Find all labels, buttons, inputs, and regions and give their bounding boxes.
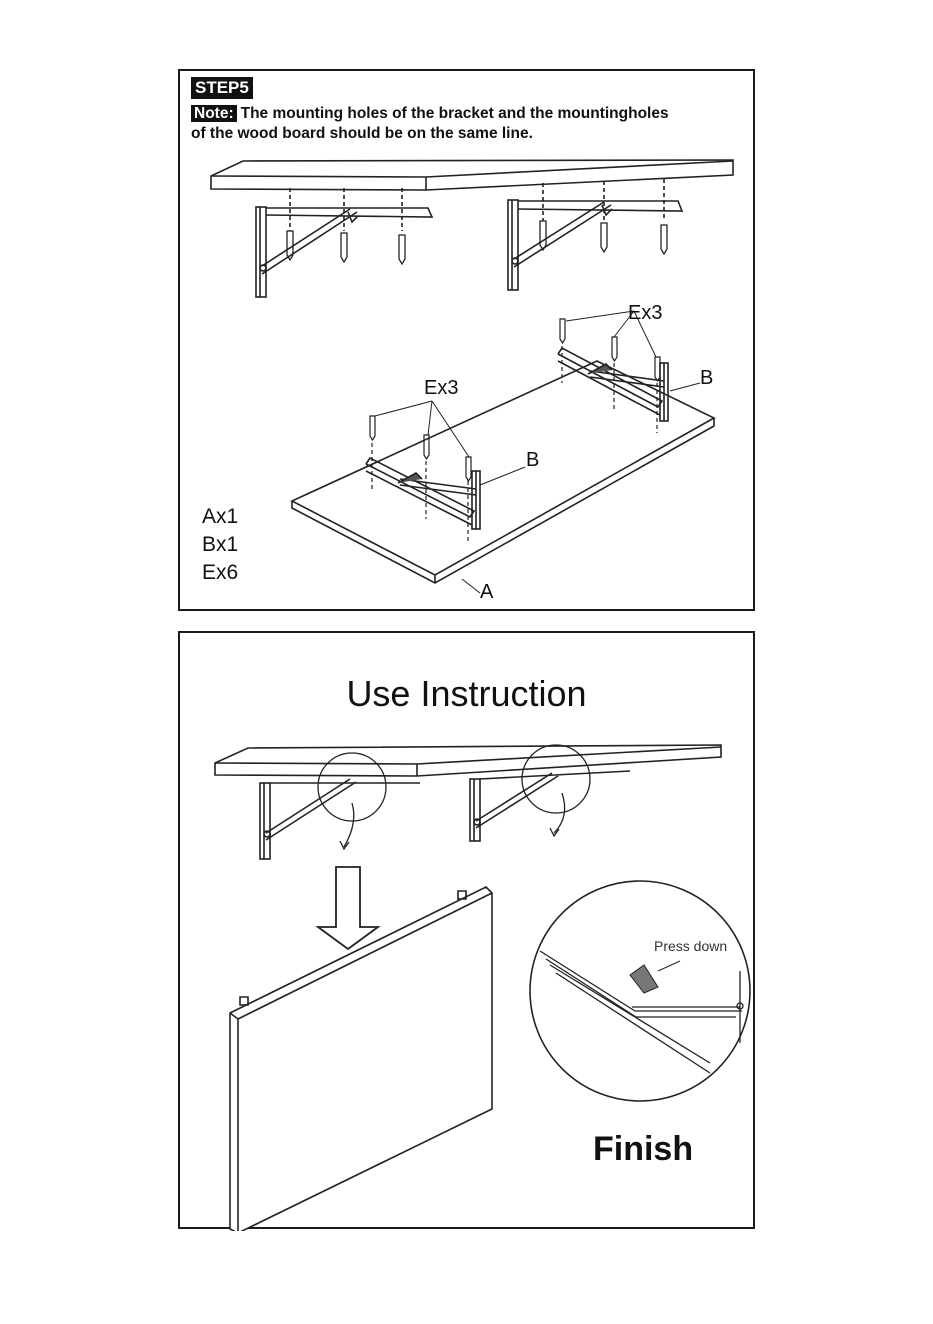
label-b-right: B	[700, 367, 713, 389]
count-e: Ex6	[202, 560, 238, 586]
finish-label: Finish	[593, 1130, 693, 1169]
step5-panel: STEP5 Note:The mounting holes of the bra…	[178, 69, 755, 611]
label-b-left: B	[526, 449, 539, 471]
label-a: A	[480, 581, 493, 603]
bracket-right	[508, 200, 682, 290]
use-instruction-panel: Use Instruction	[178, 631, 755, 1229]
count-b: Bx1	[202, 532, 238, 558]
press-down-label: Press down	[654, 938, 727, 954]
screws-top	[287, 221, 667, 264]
board-shelf	[215, 745, 721, 776]
label-ex3-right: Ex3	[628, 302, 662, 324]
bracket-shelf-right	[470, 771, 630, 841]
board-top-view	[211, 160, 733, 190]
count-a: Ax1	[202, 504, 238, 530]
big-down-arrow	[318, 867, 378, 949]
detail-circle	[530, 881, 750, 1101]
step5-drawing	[180, 71, 757, 613]
label-ex3-left: Ex3	[424, 377, 458, 399]
